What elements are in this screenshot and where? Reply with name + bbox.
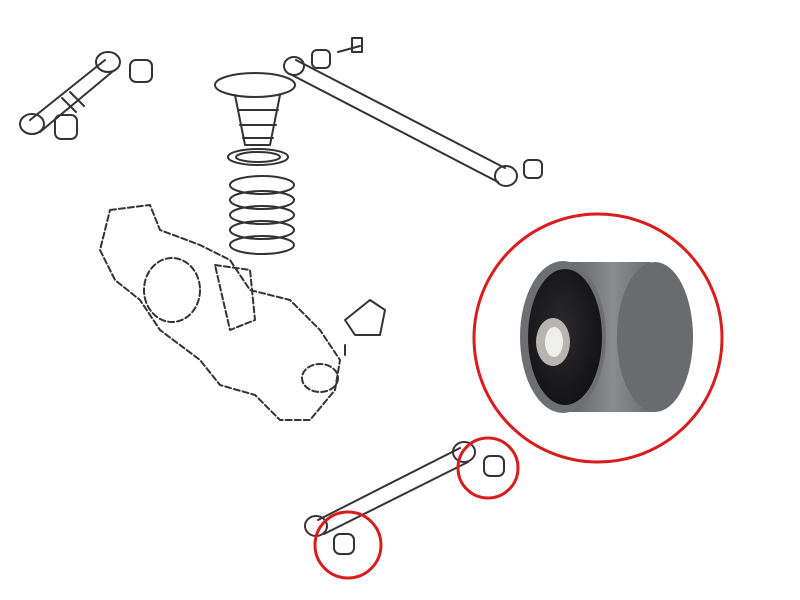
rear-bushing-highlight [456, 436, 520, 500]
upper-left-control-arm [19, 51, 153, 140]
lower-control-arm [304, 441, 505, 555]
bump-stop [214, 72, 296, 166]
coil-spring [229, 175, 295, 255]
bracket [344, 299, 386, 356]
front-bushing-highlight [313, 510, 383, 580]
axle-housing [99, 204, 341, 421]
bushing-photo [520, 261, 693, 413]
lateral-rod [283, 37, 543, 187]
bushing-highlight-circle [472, 212, 724, 464]
